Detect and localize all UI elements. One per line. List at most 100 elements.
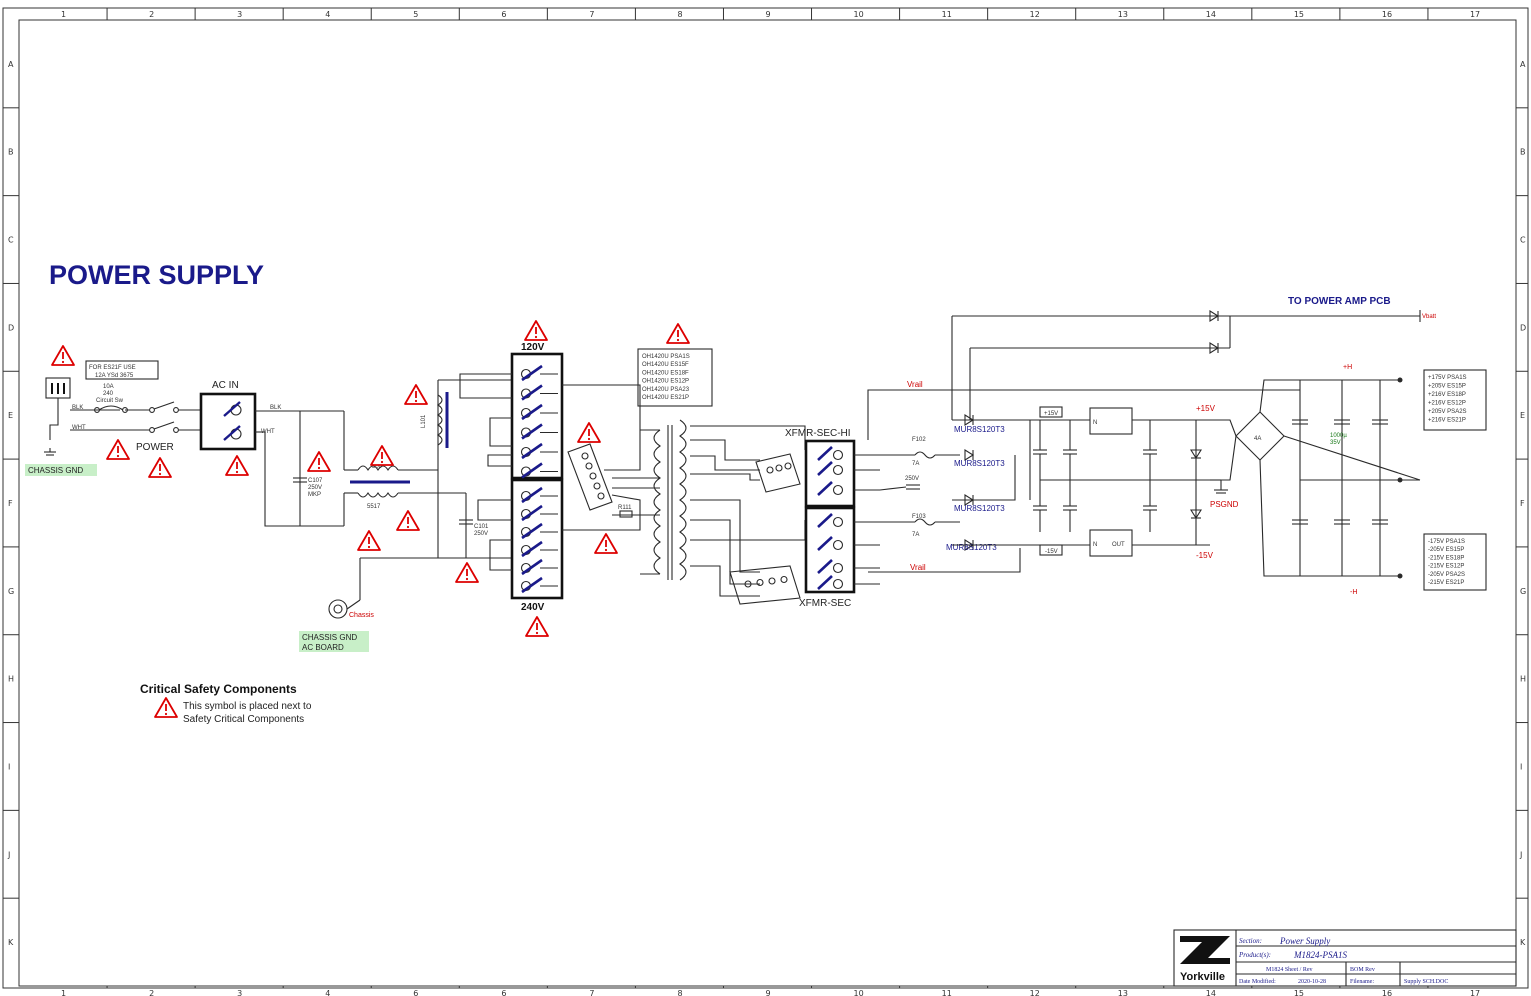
svg-text:L101: L101 — [421, 414, 427, 428]
y-caps-and-chassis: C101 250V Chassis CHASSIS GND AC BOARD L… — [299, 379, 512, 652]
mur-2-label: MUR8S120T3 — [954, 459, 1005, 468]
secondary-plugs — [729, 453, 801, 605]
blk-label-right: BLK — [270, 405, 281, 411]
xfmr-sec-hi-label: XFMR-SEC-HI — [785, 428, 851, 439]
product-value: M1824-PSA1S — [1293, 950, 1347, 960]
chassis-gnd-ac-label-2: AC BOARD — [302, 643, 344, 652]
column-number-top: 17 — [1470, 10, 1480, 19]
xfmr-pin — [832, 562, 844, 574]
secondary-rectifier: Vrail Vrail F102 7A F103 7A 250V MUR8S12… — [854, 315, 1300, 585]
legend-line-2: Safety Critical Components — [183, 714, 304, 725]
warning-triangle-icon — [524, 320, 548, 341]
column-number-top: 14 — [1206, 10, 1216, 19]
xfmr-pin — [832, 539, 844, 551]
column-number-top: 3 — [237, 10, 242, 19]
row-letter-right: F — [1520, 499, 1525, 508]
secondary-plug-pin — [768, 577, 776, 585]
xfmr-pin — [832, 484, 844, 496]
svg-text:MKP: MKP — [308, 492, 321, 498]
circuit-sw-label: Circuit Sw — [96, 398, 124, 404]
column-number-top: 5 — [413, 10, 418, 19]
warning-triangle-icon — [148, 457, 172, 478]
column-number-top: 16 — [1382, 10, 1392, 19]
xfmr-latch — [817, 536, 833, 551]
warning-triangle-icon — [154, 697, 178, 718]
legend-title: Critical Safety Components — [140, 682, 297, 696]
reg-out-lower: OUT — [1112, 542, 1125, 548]
pos-rail-box: +175V PSA1S+205V ES15P+216V ES18P+216V E… — [1423, 369, 1487, 431]
warning-triangle-icon — [51, 345, 75, 366]
column-number-top: 11 — [942, 10, 952, 19]
row-letter-left: I — [8, 762, 10, 771]
xfmr-pin — [832, 516, 844, 528]
column-number-bottom: 14 — [1206, 989, 1216, 996]
model-list-item: OH1420U PSA23 — [642, 387, 690, 393]
row-letter-right: D — [1520, 323, 1526, 332]
warning-triangle-icon — [106, 439, 130, 460]
chassis-label: Chassis — [349, 612, 374, 619]
secondary-plug-pin — [766, 466, 774, 474]
connector-latch — [521, 540, 543, 558]
row-letter-right: H — [1520, 675, 1526, 684]
row-letter-right: K — [1520, 938, 1526, 947]
neg-rail-item: -205V PSA2S — [1428, 572, 1465, 578]
ghi-label: +H — [1343, 364, 1352, 371]
plug-pin — [589, 472, 597, 480]
plug-pin — [593, 482, 601, 490]
p15v-box: +15V — [1044, 411, 1058, 417]
warning-triangle-icon — [455, 562, 479, 583]
pos-rail-item: +205V PSA2S — [1428, 409, 1467, 415]
column-number-bottom: 10 — [854, 989, 864, 996]
column-number-top: 6 — [501, 10, 506, 19]
neg-rail-item: -175V PSA1S — [1428, 539, 1465, 545]
cap-value-2: 35V — [1330, 440, 1341, 446]
warning-triangle-icon — [357, 530, 381, 551]
svg-text:F102: F102 — [912, 437, 926, 443]
svg-text:5517: 5517 — [367, 504, 381, 510]
mur-4-label: MUR8S120T3 — [946, 543, 997, 552]
xfmr-latch — [817, 481, 833, 496]
warning-triangle-icon — [666, 323, 690, 344]
emi-filter: C107 250V MKP 300 5517 — [264, 410, 438, 527]
warning-triangles — [51, 320, 690, 718]
column-number-bottom: 8 — [677, 989, 682, 996]
model-list-box: OH1420U PSA1S OH1420U ES15F OH1420U ES18F O… — [637, 348, 713, 407]
to-power-amp-label: TO POWER AMP PCB — [1288, 296, 1391, 307]
legend-line-1: This symbol is placed next to — [183, 701, 312, 712]
secondary-plug-pin — [780, 575, 788, 584]
row-letter-left: J — [7, 850, 10, 859]
model-list-item: OH1420U ES15F — [642, 362, 689, 368]
title-block: Yorkville Section: Power Supply Product(… — [1173, 929, 1517, 987]
power-switch-label: POWER — [136, 442, 174, 453]
chassis-gnd-label: CHASSIS GND — [28, 466, 83, 475]
svg-text:C107: C107 — [308, 478, 323, 484]
column-number-bottom: 2 — [149, 989, 154, 996]
section-value: Power Supply — [1279, 936, 1330, 946]
mur-3-label: MUR8S120T3 — [954, 504, 1005, 513]
neg-rail-item: -205V ES15P — [1428, 547, 1464, 553]
column-number-bottom: 3 — [237, 989, 242, 996]
fuse-240-label: 240 — [103, 391, 114, 397]
row-letter-left: E — [8, 411, 13, 420]
xfmr-pin — [832, 449, 844, 461]
model-list-item: OH1420U ES18F — [642, 370, 689, 376]
column-number-bottom: 17 — [1470, 989, 1480, 996]
date-value: 2020-10-28 — [1298, 979, 1326, 985]
model-list-item: OH1420U PSA1S — [642, 354, 690, 360]
warning-triangle-icon — [370, 445, 394, 466]
row-letter-right: C — [1520, 236, 1526, 245]
product-label: Product(s): — [1238, 951, 1271, 959]
yorkville-logo-icon — [1180, 936, 1230, 964]
column-number-bottom: 7 — [589, 989, 594, 996]
warning-triangle-icon — [404, 384, 428, 405]
neg-rail-item: -215V ES21P — [1428, 580, 1464, 586]
reg-n-upper: N — [1093, 420, 1097, 426]
secondary-plug-pin — [784, 462, 792, 470]
column-number-bottom: 15 — [1294, 989, 1304, 996]
pos-rail-item: +205V ES15P — [1428, 384, 1466, 390]
pos-rail-item: +216V ES18P — [1428, 392, 1466, 398]
